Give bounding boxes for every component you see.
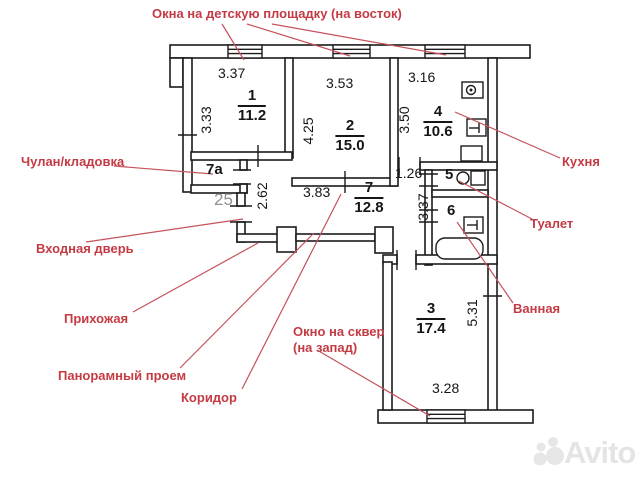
pointer-window3 (271, 23, 447, 56)
annotation-lines (85, 23, 561, 417)
room7a-number: 7a (206, 161, 223, 178)
dim-corridor-width: 3.83 (303, 184, 331, 200)
pointer-toilet (458, 180, 533, 220)
annotation-panoramic-opening: Панорамный проем (58, 368, 187, 383)
avito-logo-icon (533, 437, 564, 466)
pointer-window-park (316, 349, 431, 417)
dim-hall-depth: 2.62 (254, 182, 270, 210)
dim-room2-depth: 4.25 (300, 117, 316, 145)
dim-room3-depth: 5.31 (464, 299, 480, 327)
room4-number: 4 (423, 104, 453, 123)
walls (169, 44, 534, 424)
room7-number: 7 (354, 180, 384, 199)
door-ticks (178, 134, 502, 297)
annotation-window-park-line2: (на запад) (293, 340, 358, 355)
annotation-bathroom: Ванная (513, 301, 561, 316)
room4-area: 10.6 (423, 122, 453, 140)
window-room1-icon (227, 44, 263, 59)
room3-area: 17.4 (416, 319, 446, 337)
fridge-icon (460, 145, 483, 162)
pointer-kitchen (454, 111, 561, 159)
dim-room3-width: 3.28 (432, 380, 460, 396)
dim-room4-width: 3.16 (408, 69, 436, 85)
room6-number: 6 (447, 202, 456, 219)
dim-bath-depth: 3.37 (415, 193, 431, 221)
room4-label: 4 10.6 (423, 104, 453, 140)
window-room2-icon (332, 44, 371, 59)
pointer-entrance (85, 218, 244, 243)
bath-sink-icon (463, 216, 484, 234)
annotation-hallway: Прихожая (64, 311, 129, 326)
dim-passage-width: 1.26 (395, 165, 423, 181)
dim-room1-width: 3.37 (218, 65, 246, 81)
room7-label: 7 12.8 (354, 180, 384, 216)
annotation-corridor: Коридор (181, 390, 237, 405)
avito-watermark: Avito (564, 435, 636, 470)
room2-area: 15.0 (335, 136, 365, 154)
room2-label: 2 15.0 (335, 118, 365, 154)
pointer-hallway (132, 242, 259, 313)
window-room3-icon (426, 409, 466, 424)
pointer-window1 (221, 23, 245, 61)
dim-room4-depth: 3.50 (396, 106, 412, 134)
stove-icon (461, 81, 484, 99)
pointer-panoramic (179, 232, 315, 369)
room1-area: 11.2 (237, 106, 267, 124)
annotation-kitchen: Кухня (562, 154, 600, 169)
pointer-closet (113, 165, 214, 175)
unit-number: 25 (214, 190, 233, 209)
annotation-window-park-line1: Окно на сквер (293, 324, 385, 339)
room5-number: 5 (445, 166, 454, 183)
room3-label: 3 17.4 (416, 301, 446, 337)
annotation-entrance-door: Входная дверь (36, 241, 134, 256)
pointer-bathroom (456, 221, 514, 304)
annotation-windows-playground: Окна на детскую площадку (на восток) (152, 6, 402, 21)
window-kitchen-icon (424, 44, 466, 59)
pointer-window2 (246, 23, 351, 57)
annotation-closet: Чулан/кладовка (21, 154, 125, 169)
toilet-icon (456, 170, 486, 186)
annotation-toilet: Туалет (530, 216, 574, 231)
room3-number: 3 (416, 301, 446, 320)
room1-label: 1 11.2 (237, 88, 267, 124)
room7-area: 12.8 (354, 198, 384, 216)
pointer-corridor (241, 193, 342, 390)
room2-number: 2 (335, 118, 365, 137)
dim-room1-depth: 3.33 (198, 106, 214, 134)
room1-number: 1 (237, 88, 267, 107)
dim-room2-width: 3.53 (326, 75, 354, 91)
